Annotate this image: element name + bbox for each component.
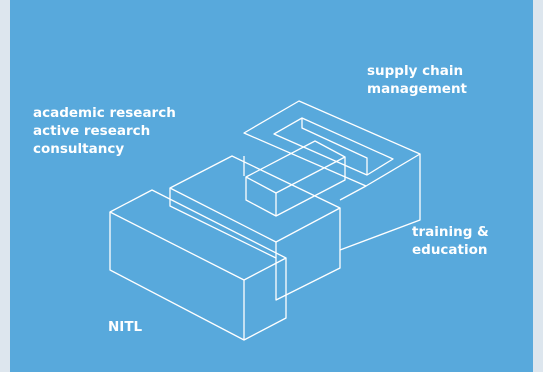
back-ring-outer-top [243, 100, 421, 187]
back-ring-front-edge [339, 185, 367, 201]
core-bar-top [245, 140, 346, 194]
academic-line-1: academic research [33, 105, 176, 121]
supply-chain-label: supply chain management [367, 62, 467, 98]
nitl-label: NITL [108, 318, 142, 336]
back-ring-inner-hole [273, 117, 394, 176]
nitl-text: NITL [108, 319, 143, 335]
supply-line-2: management [367, 81, 468, 97]
back-ring-inner-walls [301, 118, 368, 175]
supply-line-1: supply chain [367, 63, 464, 79]
front-bar-end-face [243, 258, 287, 341]
middle-block-top [169, 155, 341, 243]
training-line-1: training & [412, 224, 489, 240]
front-bar-left-face [109, 212, 245, 341]
academic-line-2: active research [33, 123, 151, 139]
middle-block-front-face [275, 208, 341, 301]
core-bar-front [245, 177, 277, 217]
academic-research-label: academic research active research consul… [33, 104, 176, 158]
training-education-label: training & education [412, 223, 489, 259]
front-bar-top [109, 189, 287, 281]
diagram-panel: academic research active research consul… [10, 0, 533, 372]
nitl-block-diagram [109, 100, 421, 341]
back-ring-right-face [339, 154, 421, 251]
training-line-2: education [412, 242, 488, 258]
academic-line-3: consultancy [33, 141, 125, 157]
middle-block-left-face [169, 188, 277, 259]
core-bar-right [275, 157, 346, 217]
